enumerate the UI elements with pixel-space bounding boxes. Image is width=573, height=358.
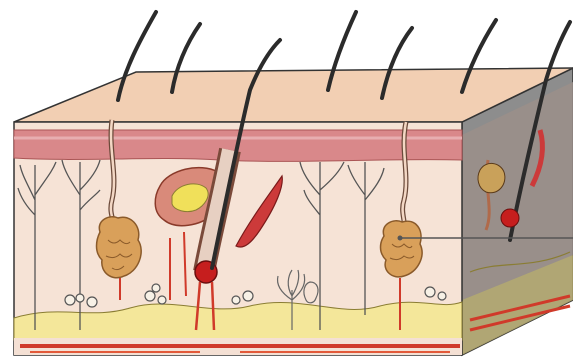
- hair-bulb-side: [501, 209, 519, 227]
- pointer-dot: [398, 236, 403, 241]
